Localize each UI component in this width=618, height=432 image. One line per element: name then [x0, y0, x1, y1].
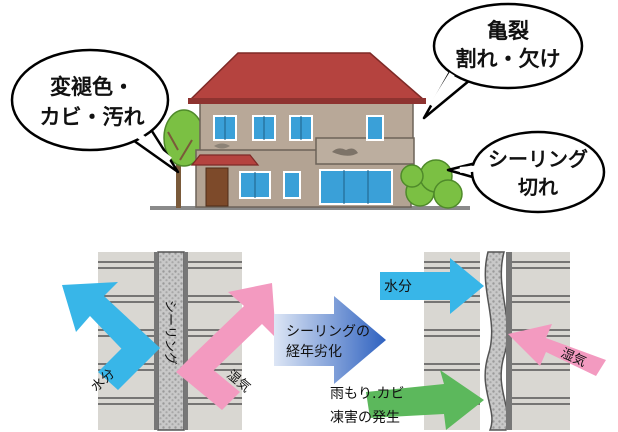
- callout-sealant-line2: 切れ: [518, 175, 558, 199]
- callout-crack-line1: 亀裂: [487, 19, 529, 43]
- damage-line2: 凍害の発生: [330, 410, 400, 426]
- damage-arrow: 雨もり.カビ 凍害の発生: [330, 370, 484, 430]
- main-roof: [188, 52, 427, 101]
- moisture-arrow-aged: 水分: [380, 258, 484, 314]
- callout-crack: 亀裂 割れ・欠け: [422, 2, 584, 120]
- left-tree: [163, 109, 205, 208]
- callout-discoloration-line1: 変褪色・: [50, 75, 134, 99]
- ground-line: [150, 206, 470, 210]
- wall-stain-2: [214, 143, 230, 149]
- wall-stain: [332, 148, 358, 156]
- aging-process-arrow: シーリングの 経年劣化: [274, 296, 386, 384]
- right-bush: [400, 159, 463, 209]
- callout-crack-line2: 割れ・欠け: [456, 47, 561, 71]
- lower-windows: [239, 169, 393, 205]
- house: [150, 52, 470, 210]
- process-line1: シーリングの: [286, 324, 370, 340]
- sealant-vertical-label: シーリング: [162, 300, 177, 365]
- callout-sealant-break: シーリング 切れ: [446, 130, 606, 214]
- sealant-joint-new: [157, 251, 185, 431]
- damage-line1: 雨もり.カビ: [330, 386, 404, 402]
- process-line2: 経年劣化: [286, 344, 342, 360]
- annex-wall: [315, 137, 415, 165]
- porch-roof: [190, 154, 260, 166]
- callout-discoloration: 変褪色・ カビ・汚れ: [10, 48, 180, 174]
- callout-discoloration-line2: カビ・汚れ: [40, 105, 145, 129]
- moisture-label-aged: 水分: [384, 279, 412, 295]
- callout-sealant-line1: シーリング: [488, 147, 588, 171]
- front-door: [205, 167, 229, 207]
